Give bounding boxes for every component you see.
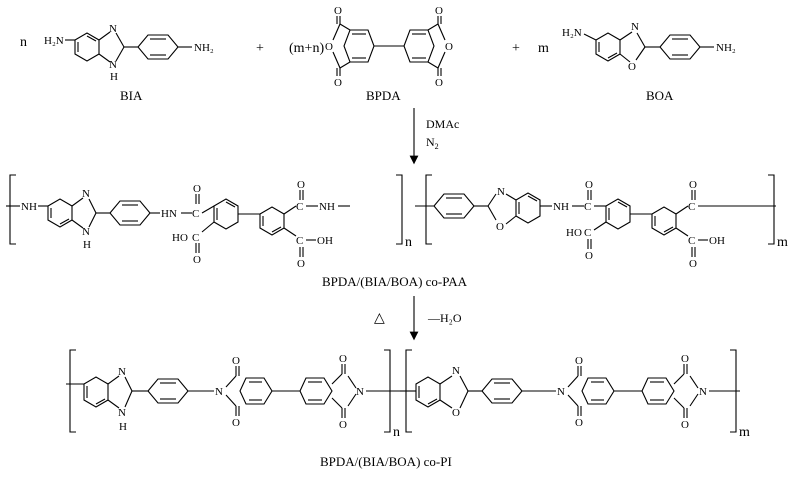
paa-ho-left: HO <box>172 232 188 244</box>
paa-acid-c1: C <box>192 232 199 244</box>
solvent-label: DMAc <box>426 117 459 131</box>
boa-n-atom: N <box>631 21 639 33</box>
pi-subscript-n: n <box>393 425 400 440</box>
pi-imide-n2: N <box>356 386 364 398</box>
paa-acid-o3: O <box>585 250 593 262</box>
pi-bia-n1: N <box>118 366 126 378</box>
bpda-carbonyl-o1: O <box>334 5 342 17</box>
pi-bia-n2: N <box>118 407 126 419</box>
paa-bia-n2: N <box>82 226 90 238</box>
heat-symbol: △ <box>374 311 385 326</box>
paa-oh-right: OH <box>317 235 333 247</box>
monomer-bia: n H₂N N N H NH₂ BIA <box>20 23 214 103</box>
bia-label: BIA <box>120 88 143 103</box>
plus-sign-1: + <box>256 41 264 56</box>
bpda-ring-o-left: O <box>325 41 333 53</box>
bia-nh-atom: N <box>109 59 117 71</box>
paa-boa-o: O <box>496 221 504 233</box>
pi-imide-o8: O <box>681 419 689 431</box>
bpda-label: BPDA <box>366 88 401 103</box>
bpda-carbonyl-o2: O <box>334 77 342 89</box>
paa-amide-c1: C <box>192 208 199 220</box>
paa-acid-o1: O <box>193 254 201 266</box>
bia-amine-left: H₂N <box>44 35 64 47</box>
pi-boa-o: O <box>452 407 460 419</box>
paa-structure: NH N N H HN C O C HO O <box>6 174 788 270</box>
bpda-carbonyl-o4: O <box>435 77 443 89</box>
paa-amide-o2: O <box>297 179 305 191</box>
paa-hn-link: HN <box>161 208 177 220</box>
boa-label: BOA <box>646 88 674 103</box>
paa-amide-o3: O <box>585 179 593 191</box>
paa-amide-o1: O <box>193 183 201 195</box>
boa-o-atom: O <box>628 61 636 73</box>
paa-amide-o4: O <box>689 179 697 191</box>
bia-h-atom: H <box>110 71 118 83</box>
pi-imide-o4: O <box>339 419 347 431</box>
monomer-bpda: (m+n) O O O O O O BPDA <box>289 5 453 103</box>
boa-coefficient: m <box>538 41 549 56</box>
paa-bia-h: H <box>83 239 91 251</box>
paa-amide-c3: C <box>584 201 591 213</box>
pi-imide-n3: N <box>557 386 565 398</box>
boa-amine-left: H₂N <box>562 27 582 39</box>
pi-label: BPDA/(BIA/BOA) co-PI <box>320 454 452 469</box>
paa-boa-n: N <box>497 186 505 198</box>
pi-imide-n4: N <box>699 386 707 398</box>
pi-imide-n1: N <box>215 386 223 398</box>
paa-oh2: OH <box>709 235 725 247</box>
water-loss-label: —H₂O <box>427 311 462 325</box>
paa-acid-c4: C <box>688 235 695 247</box>
paa-bia-n1: N <box>82 188 90 200</box>
monomer-boa: m H₂N N O NH₂ BOA <box>538 21 736 103</box>
paa-subscript-m: m <box>777 235 788 250</box>
paa-nh-left: NH <box>21 201 37 213</box>
bia-n-atom: N <box>109 23 117 35</box>
paa-label: BPDA/(BIA/BOA) co-PAA <box>322 274 468 289</box>
paa-acid-o4: O <box>689 258 697 270</box>
pi-imide-o7: O <box>681 353 689 365</box>
boa-amine-right: NH₂ <box>716 42 736 54</box>
paa-amide-c4: C <box>688 201 695 213</box>
paa-nh2-link: NH <box>553 201 569 213</box>
pi-structure: N N H N O O O O N n <box>66 349 750 440</box>
plus-sign-2: + <box>512 41 520 56</box>
pi-boa-n: N <box>452 365 460 377</box>
paa-nh-link: NH <box>319 201 335 213</box>
paa-acid-c2: C <box>296 235 303 247</box>
paa-acid-o2: O <box>297 258 305 270</box>
pi-imide-o5: O <box>575 355 583 367</box>
pi-bia-h: H <box>119 421 127 433</box>
paa-acid-c3: C <box>584 227 591 239</box>
atmosphere-label: N2 <box>426 135 439 151</box>
paa-ho2: HO <box>566 227 582 239</box>
pi-imide-o6: O <box>575 417 583 429</box>
bpda-coefficient: (m+n) <box>289 41 324 56</box>
bpda-carbonyl-o3: O <box>435 5 443 17</box>
pi-subscript-m: m <box>739 425 750 440</box>
paa-amide-c2: C <box>296 201 303 213</box>
pi-imide-o3: O <box>339 353 347 365</box>
bia-coefficient: n <box>20 35 27 50</box>
bpda-ring-o-right: O <box>445 41 453 53</box>
bia-amine-right: NH₂ <box>194 42 214 54</box>
paa-subscript-n: n <box>405 235 412 250</box>
pi-imide-o2: O <box>232 417 240 429</box>
pi-imide-o1: O <box>232 355 240 367</box>
